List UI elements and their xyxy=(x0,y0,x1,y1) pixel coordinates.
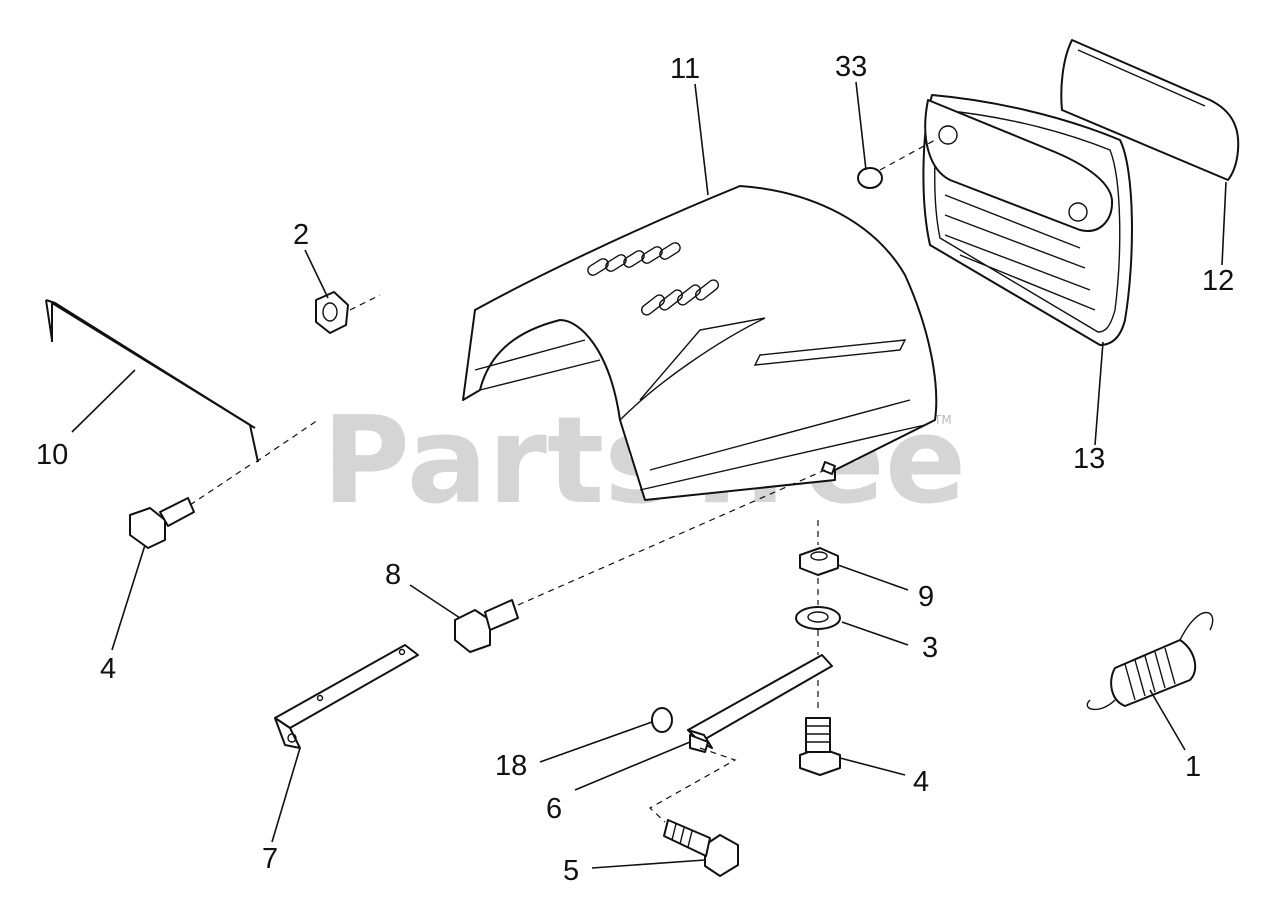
callout-6: 6 xyxy=(546,793,562,825)
part-1-sleeve xyxy=(1086,611,1214,711)
callout-18: 18 xyxy=(495,750,527,782)
part-4-bolt-right xyxy=(799,717,841,776)
callout-2: 2 xyxy=(293,219,309,251)
part-6-bracket xyxy=(687,654,833,753)
watermark-tm: TM xyxy=(933,413,952,427)
callout-8: 8 xyxy=(385,559,401,591)
leader-lines xyxy=(71,81,1227,869)
callout-11: 11 xyxy=(670,53,700,85)
callout-5: 5 xyxy=(563,855,579,887)
callout-4-left: 4 xyxy=(100,653,116,685)
part-33-plug xyxy=(857,167,883,189)
callout-3: 3 xyxy=(922,632,938,664)
callout-labels: 11 33 12 13 2 10 4 8 9 3 4 1 7 18 6 5 xyxy=(36,51,1234,887)
callout-33: 33 xyxy=(835,51,867,83)
part-5-bolt xyxy=(663,819,739,877)
callout-12: 12 xyxy=(1202,265,1234,297)
part-10-rod xyxy=(45,299,259,463)
part-13-grille xyxy=(922,94,1133,346)
part-7-bracket xyxy=(274,644,419,749)
part-9-nut xyxy=(799,547,839,576)
part-2-nut xyxy=(315,291,349,334)
callout-7: 7 xyxy=(262,843,278,875)
part-11-hood xyxy=(462,185,938,501)
callout-4-right: 4 xyxy=(913,766,929,798)
part-4-bolt-left xyxy=(129,497,195,549)
part-12-insert xyxy=(1060,39,1240,181)
hood-vents xyxy=(587,242,720,316)
callout-1: 1 xyxy=(1185,751,1201,783)
callout-9: 9 xyxy=(918,581,934,613)
callout-13: 13 xyxy=(1073,443,1105,475)
part-3-washer xyxy=(795,606,841,630)
part-18-washer xyxy=(651,707,673,733)
callout-10: 10 xyxy=(36,439,68,471)
part-8-bolt xyxy=(454,599,519,653)
